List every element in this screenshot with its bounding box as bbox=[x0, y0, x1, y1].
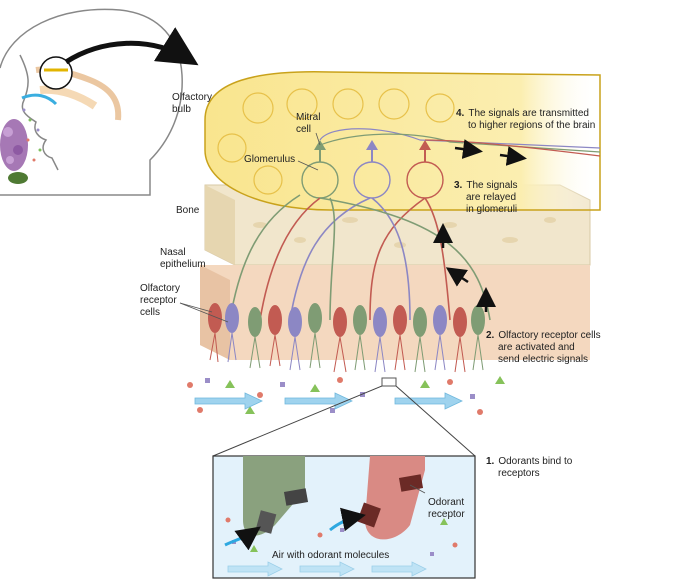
label-line: cells bbox=[140, 307, 161, 318]
step-text: are relayed bbox=[466, 192, 517, 203]
label-olfactory-receptor-cells: Olfactory receptor cells bbox=[140, 283, 180, 319]
label-line: Nasal bbox=[160, 247, 186, 258]
airflow-arrows bbox=[194, 392, 463, 410]
olfactory-bulb-shape bbox=[204, 71, 601, 211]
label-bone: Bone bbox=[176, 205, 200, 216]
label-air-with-odorant: Air with odorant molecules bbox=[272, 550, 390, 561]
label-line: bulb bbox=[172, 104, 191, 115]
step-3: 3.The signals are relayed in glomeruli bbox=[454, 180, 517, 216]
label-line: Olfactory bbox=[140, 283, 181, 294]
head-silhouette bbox=[0, 8, 183, 196]
step-4: 4.The signals are transmitted to higher … bbox=[456, 108, 595, 132]
label-odorant-receptor: Odorant receptor bbox=[428, 497, 465, 521]
inset-airflow-arrows bbox=[227, 561, 427, 577]
odorant-molecules bbox=[187, 376, 505, 415]
label-line: Odorant bbox=[428, 497, 465, 508]
receptor-cilia bbox=[209, 332, 484, 373]
lilac-flower-icon bbox=[0, 119, 28, 184]
step-text: The signals are transmitted bbox=[468, 108, 589, 119]
label-line: epithelium bbox=[160, 259, 206, 270]
mitral-cells bbox=[314, 128, 601, 162]
step-text: The signals bbox=[466, 180, 518, 191]
signal-arrows bbox=[433, 139, 527, 312]
label-glomerulus: Glomerulus bbox=[244, 154, 296, 165]
label-nasal-epithelium: Nasal epithelium bbox=[160, 247, 206, 271]
bulb-glomeruli-outlines bbox=[217, 88, 455, 195]
step-2: 2.Olfactory receptor cells are activated… bbox=[486, 330, 601, 366]
step-number: 3. bbox=[454, 180, 463, 191]
label-leaders bbox=[179, 132, 426, 494]
inset-receptor-green bbox=[243, 456, 305, 536]
axon-bundle bbox=[229, 194, 491, 321]
label-line: receptor bbox=[428, 509, 465, 520]
step-number: 2. bbox=[486, 330, 495, 341]
label-mitral-cell: Mitral cell bbox=[296, 112, 320, 136]
bone-side bbox=[205, 185, 235, 265]
label-line: receptor bbox=[140, 295, 177, 306]
step-text: Olfactory receptor cells bbox=[498, 330, 601, 341]
step-text: Odorants bind to bbox=[498, 456, 573, 467]
binding-arrow-right bbox=[329, 507, 366, 532]
label-line: Olfactory bbox=[172, 92, 213, 103]
step-text: in glomeruli bbox=[466, 204, 518, 215]
label-olfactory-bulb: Olfactory bulb bbox=[172, 92, 212, 116]
receptor-neurons bbox=[208, 303, 485, 337]
magnify-circle bbox=[39, 56, 73, 90]
step-text: are activated and bbox=[498, 342, 575, 353]
label-line: Mitral bbox=[296, 112, 321, 123]
step-text: receptors bbox=[498, 468, 540, 479]
airflow-icon bbox=[21, 93, 58, 106]
step-number: 1. bbox=[486, 456, 495, 467]
binding-arrow-left bbox=[224, 526, 261, 551]
step-1: 1.Odorants bind to receptors bbox=[486, 456, 572, 480]
step-text: to higher regions of the brain bbox=[468, 120, 596, 131]
zoom-region-marker bbox=[381, 377, 397, 387]
scent-dots bbox=[22, 108, 42, 162]
inset-pointer-left bbox=[212, 385, 383, 457]
step-number: 4. bbox=[456, 108, 465, 119]
label-line: cell bbox=[296, 124, 312, 135]
inset-pointer-right bbox=[395, 385, 476, 457]
step-text: send electric signals bbox=[498, 354, 589, 365]
zoom-arrow bbox=[64, 27, 199, 66]
